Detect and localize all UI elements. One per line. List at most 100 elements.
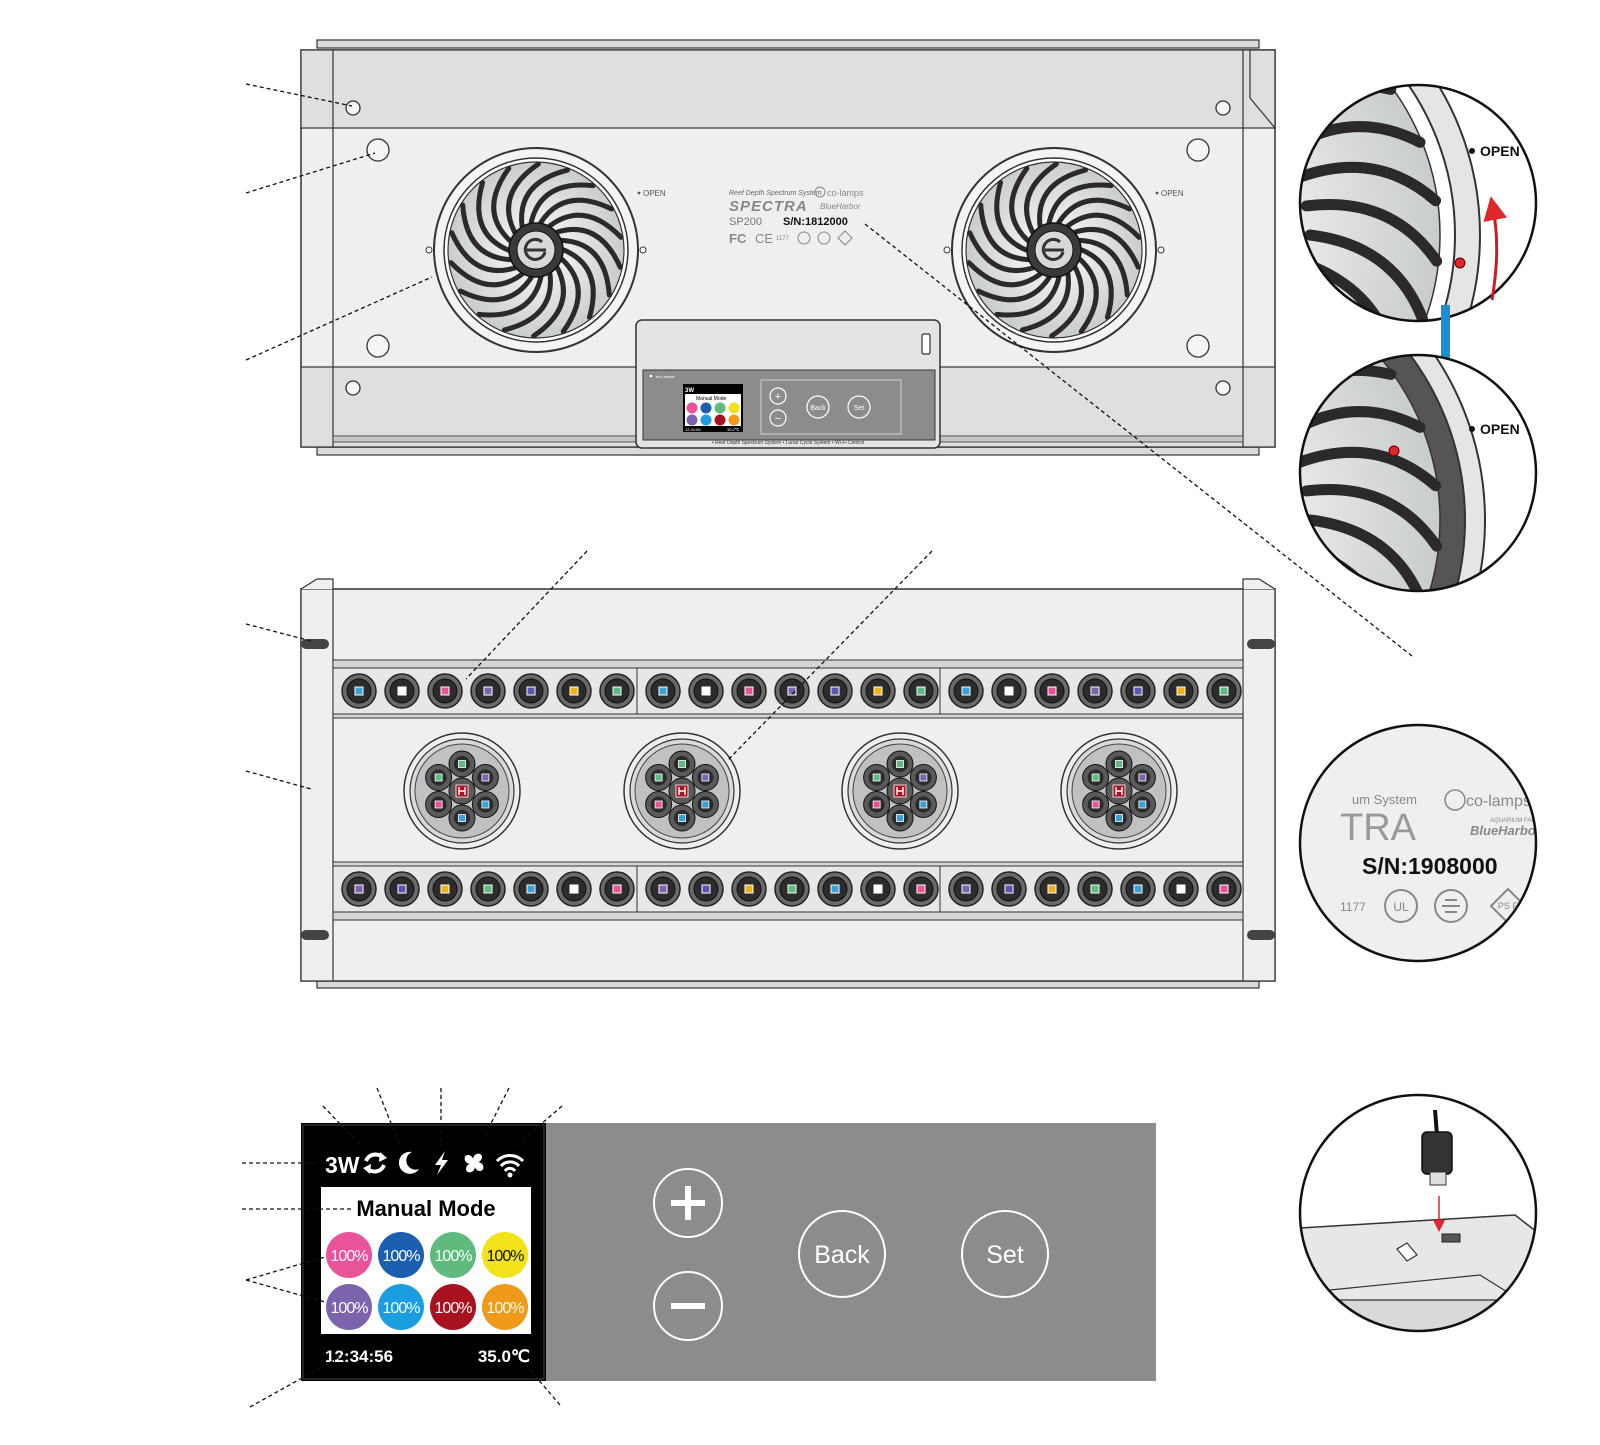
fan-blade (460, 202, 513, 263)
lcd-time: 12:34:56 (325, 1347, 393, 1366)
led-row-bottom (341, 871, 1242, 907)
fan-blade (1300, 446, 1442, 492)
channel-dot-2[interactable]: 100% (378, 1232, 424, 1278)
led-row-top (341, 673, 1242, 709)
led-emitter (384, 871, 420, 907)
channel-dot-3[interactable]: 100% (430, 1232, 476, 1278)
mini-mode: Manual Mode (696, 396, 727, 402)
label-model: SP200 (729, 216, 762, 228)
fan-blade (1304, 229, 1429, 321)
rotate-arrow-icon (1483, 196, 1508, 301)
led-emitter (1206, 871, 1242, 907)
channel-dot-8[interactable]: 100% (482, 1284, 528, 1330)
channel-value: 100% (383, 1300, 421, 1317)
led-emitter (384, 673, 420, 709)
mini-minus-button[interactable] (769, 409, 787, 427)
fan-blade (1304, 514, 1429, 591)
led-emitter (774, 673, 810, 709)
led-emitter (1163, 871, 1199, 907)
mini-minus-label: − (775, 413, 781, 425)
led-emitter (556, 673, 592, 709)
led-clusters (403, 732, 1178, 850)
mini-plus-button[interactable] (769, 387, 787, 405)
zoom-usb-port (1298, 1093, 1538, 1333)
led-emitter (599, 673, 635, 709)
control-panel-housing: eco-lamps 3W Manual Mode 12:34:56 35.0℃ … (635, 319, 941, 449)
led-emitter (948, 673, 984, 709)
mini-temp: 35.0℃ (727, 427, 740, 432)
fan-blade (449, 230, 518, 274)
led-emitter (774, 871, 810, 907)
led-cluster (623, 732, 741, 850)
eco-logo-icon (1041, 237, 1065, 261)
minus-button[interactable] (653, 1271, 723, 1341)
red-marker-icon (1454, 257, 1466, 269)
fan-blade (501, 271, 553, 333)
channel-value: 100% (435, 1300, 473, 1317)
zoom-eco-logo: co-lamps (1466, 793, 1531, 810)
led-emitter (991, 871, 1027, 907)
label-serial: S/N:1812000 (783, 216, 848, 228)
fan-blade (1009, 165, 1031, 243)
fan-blade (1300, 121, 1426, 161)
channel-dot-4[interactable]: 100% (482, 1232, 528, 1278)
panel-brand: eco-lamps (656, 374, 674, 379)
channel-value: 100% (487, 1300, 525, 1317)
top-unit: OPEN OPEN Reef Depth Spectrum System SPE… (300, 39, 1276, 456)
led-emitter (731, 871, 767, 907)
fan-blade (1046, 182, 1114, 225)
channel-dot-5[interactable]: 100% (326, 1284, 372, 1330)
fan-blade (1019, 271, 1071, 333)
fan-blade (1049, 265, 1084, 339)
panel-tagline: • Reef Depth Spectrum System • Lunar Cyc… (712, 440, 864, 446)
screw-icon (1215, 380, 1231, 396)
led-unit (300, 578, 1276, 989)
fan-left (425, 147, 647, 353)
cycle-icon (363, 1152, 387, 1174)
mini-set-button[interactable] (847, 395, 871, 419)
set-button[interactable]: Set (961, 1210, 1049, 1298)
channel-dot-7[interactable]: 100% (430, 1284, 476, 1330)
plus-button[interactable] (653, 1168, 723, 1238)
fan-blade (559, 237, 612, 298)
fan-blade (448, 260, 525, 288)
usb-plug-icon (1421, 1131, 1453, 1175)
led-emitter (1077, 871, 1113, 907)
label-ce-code: 1177 (776, 236, 790, 242)
touch-panel-background (546, 1123, 1156, 1381)
channel-dot-1[interactable]: 100% (326, 1232, 372, 1278)
back-button-label: Back (814, 1241, 870, 1269)
fan-blade (1300, 406, 1426, 446)
led-emitter (817, 871, 853, 907)
zoom-brand-fragment: TRA (1340, 807, 1417, 849)
zoom-serial: S/N:1908000 (1362, 853, 1498, 879)
led-emitter (513, 673, 549, 709)
fan-blade (531, 265, 566, 339)
fan-blade (547, 212, 624, 240)
fan-blade (559, 257, 581, 335)
label-fcc: FC (729, 231, 747, 246)
fan-right (943, 147, 1165, 353)
led-emitter (731, 673, 767, 709)
led-cluster (1060, 732, 1178, 850)
screw-icon (345, 380, 361, 396)
label-system: Reef Depth Spectrum System (729, 190, 822, 197)
mini-back-label: Back (810, 405, 826, 412)
channel-dot-6[interactable]: 100% (378, 1284, 424, 1330)
back-button[interactable]: Back (798, 1210, 886, 1298)
led-cluster (403, 732, 521, 850)
mini-back-button[interactable] (806, 395, 830, 419)
led-emitter (948, 871, 984, 907)
fan-blade (1077, 237, 1130, 298)
mini-channel-dot (728, 402, 740, 414)
mini-channel-dot (728, 414, 740, 426)
led-cluster (841, 732, 959, 850)
display-panel: 3W Manual Mode (301, 1123, 1156, 1381)
channel-value: 100% (331, 1248, 369, 1265)
led-emitter (341, 673, 377, 709)
zoom-pse: PS E (1498, 901, 1519, 911)
led-emitter (1077, 673, 1113, 709)
mini-channel-dots (686, 402, 740, 426)
led-emitter (860, 673, 896, 709)
